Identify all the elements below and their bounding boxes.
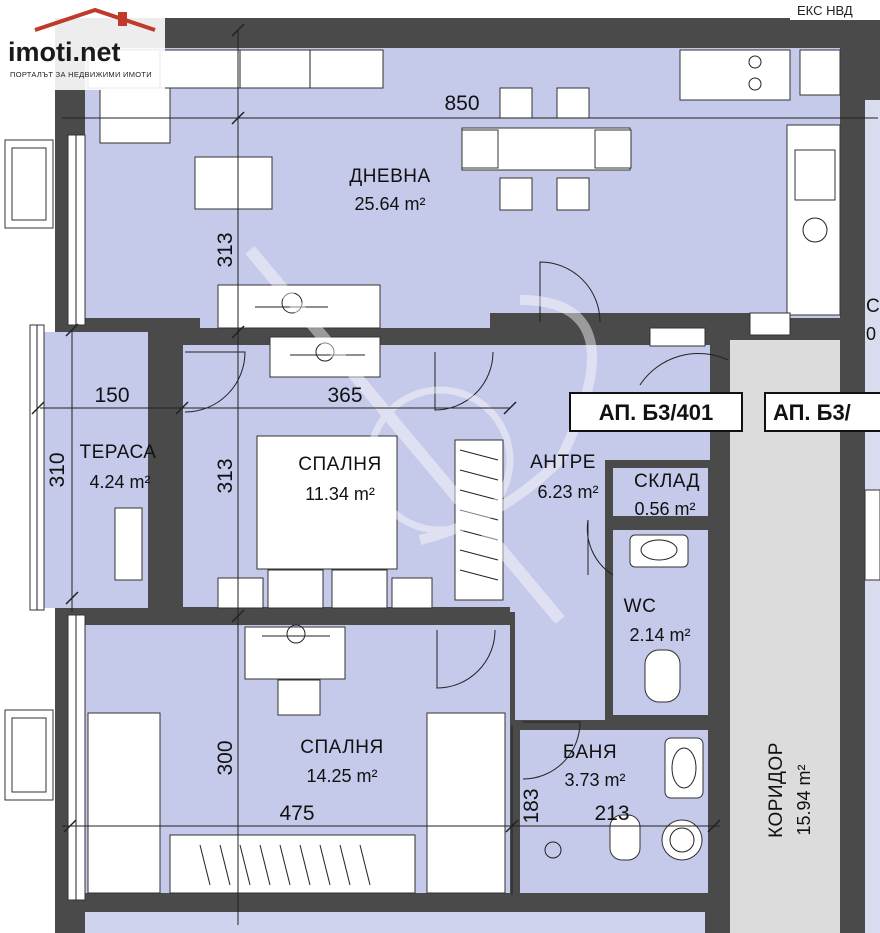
neighbor-apartment-number: АП. Б3/ — [773, 400, 851, 425]
door-terrace — [184, 351, 246, 413]
bottom-unit-strip — [85, 912, 705, 933]
storage-area — [613, 468, 708, 516]
door-bedroom2 — [436, 629, 496, 689]
bedroom1-furniture — [217, 336, 504, 609]
desk-1 — [269, 336, 381, 378]
left-windows — [4, 134, 86, 901]
bedroom1-name: СПАЛНЯ — [298, 454, 381, 475]
corridor-details — [649, 312, 880, 581]
partial-room-area: 0 — [866, 324, 876, 344]
neighbor-apartment-box — [764, 392, 880, 432]
stove-counter — [679, 49, 791, 101]
apartment-label-box — [569, 392, 743, 432]
room-labels: ДНЕВНА 25.64 m² ТЕРАСА 4.24 m² СПАЛНЯ 11… — [80, 166, 880, 838]
doors — [184, 261, 729, 780]
shower-drain — [544, 841, 562, 859]
hall-name: АНТРЕ — [530, 452, 596, 473]
corridor-name: КОРИДОР — [766, 742, 787, 838]
chair-3 — [499, 177, 533, 211]
imoti-logo: imoti.net ПОРТАЛЪТ ЗА НЕДВИЖИМИ ИМОТИ — [0, 0, 165, 90]
dim-bath-width: 213 — [594, 802, 629, 825]
bath-name: БАНЯ — [563, 742, 617, 763]
corridor-area-label: 15.94 m² — [794, 764, 814, 835]
dim-bedroom1-depth: 313 — [214, 458, 237, 493]
terrace-bench — [114, 507, 143, 581]
toilet-1 — [644, 649, 681, 703]
dim-living-width: 850 — [444, 92, 479, 115]
door-entrance — [639, 353, 729, 386]
terrace-name: ТЕРАСА — [80, 442, 157, 463]
bath-area-label: 3.73 m² — [564, 770, 625, 790]
door-bath — [522, 721, 581, 780]
partial-room-name: С — [866, 296, 880, 317]
dimension-lines — [31, 23, 878, 925]
bath-sink — [664, 737, 704, 799]
washing-machine — [661, 819, 703, 861]
logo-roof-icon — [34, 7, 156, 32]
fridge — [799, 49, 841, 96]
dim-bath-depth: 183 — [520, 788, 543, 823]
bedroom2-furniture — [87, 624, 506, 894]
neighbor-fixture — [864, 489, 880, 581]
desk-chair — [277, 679, 321, 716]
chair-6 — [594, 129, 632, 169]
dim-terrace-depth: 310 — [46, 452, 69, 487]
apartment-labels: АП. Б3/401 АП. Б3/ — [569, 392, 880, 432]
wc-area-label: 2.14 m² — [629, 625, 690, 645]
single-bed-1 — [87, 712, 161, 894]
chair-2 — [556, 87, 590, 119]
bedroom2-name: СПАЛНЯ — [300, 737, 383, 758]
wardrobe-1 — [454, 439, 504, 601]
pillow-2 — [331, 569, 388, 609]
hall-area — [510, 345, 710, 720]
bedroom2-area-label: 14.25 m² — [306, 766, 377, 786]
chair-5 — [461, 129, 499, 169]
wc-name: WC — [624, 596, 657, 617]
logo-brand: imoti.net — [8, 37, 121, 67]
living-room-area-label: 25.64 m² — [354, 194, 425, 214]
living-room-name: ДНЕВНА — [349, 166, 430, 187]
chair-4 — [556, 177, 590, 211]
watermark — [245, 246, 597, 624]
chair-1 — [499, 87, 533, 119]
door-bedroom1 — [434, 351, 494, 411]
terrace-area-label: 4.24 m² — [89, 472, 150, 492]
living-furniture — [87, 49, 841, 329]
sanitary-fixtures — [544, 534, 704, 861]
bedroom1-area-label: 11.34 m² — [305, 484, 375, 504]
door-wc — [586, 519, 614, 576]
dim-bedroom2-width: 475 — [279, 802, 314, 825]
wc-sink — [629, 534, 689, 568]
storage-area-label: 0.56 m² — [634, 499, 695, 519]
apartment-number: АП. Б3/401 — [599, 400, 714, 425]
pillow-1 — [267, 569, 324, 609]
single-bed-2 — [426, 712, 506, 894]
dim-bedroom1-width: 365 — [327, 384, 362, 407]
door-living — [539, 261, 601, 323]
dim-living-depth: 313 — [214, 232, 237, 267]
dim-terrace-width: 150 — [94, 384, 129, 407]
dim-bedroom2-depth: 300 — [214, 740, 237, 775]
corner-note: ЕКС НВД — [797, 3, 853, 18]
logo-tagline: ПОРТАЛЪТ ЗА НЕДВИЖИМИ ИМОТИ — [10, 70, 152, 79]
nightstand-1 — [217, 577, 264, 609]
corridor-area — [730, 340, 840, 933]
dimension-labels: 850 313 150 310 365 313 300 475 183 213 — [46, 92, 630, 825]
nightstand-2 — [391, 577, 433, 609]
terrace-furniture — [114, 507, 143, 581]
wardrobe-2 — [169, 834, 416, 894]
meter-box — [749, 312, 791, 336]
coffee-table — [194, 156, 273, 210]
armchair — [99, 87, 171, 144]
shoe-cabinet — [649, 327, 706, 347]
hall-area-label: 6.23 m² — [537, 482, 598, 502]
storage-name: СКЛАД — [634, 471, 700, 492]
desk-2 — [244, 626, 346, 680]
double-bed — [256, 435, 398, 570]
